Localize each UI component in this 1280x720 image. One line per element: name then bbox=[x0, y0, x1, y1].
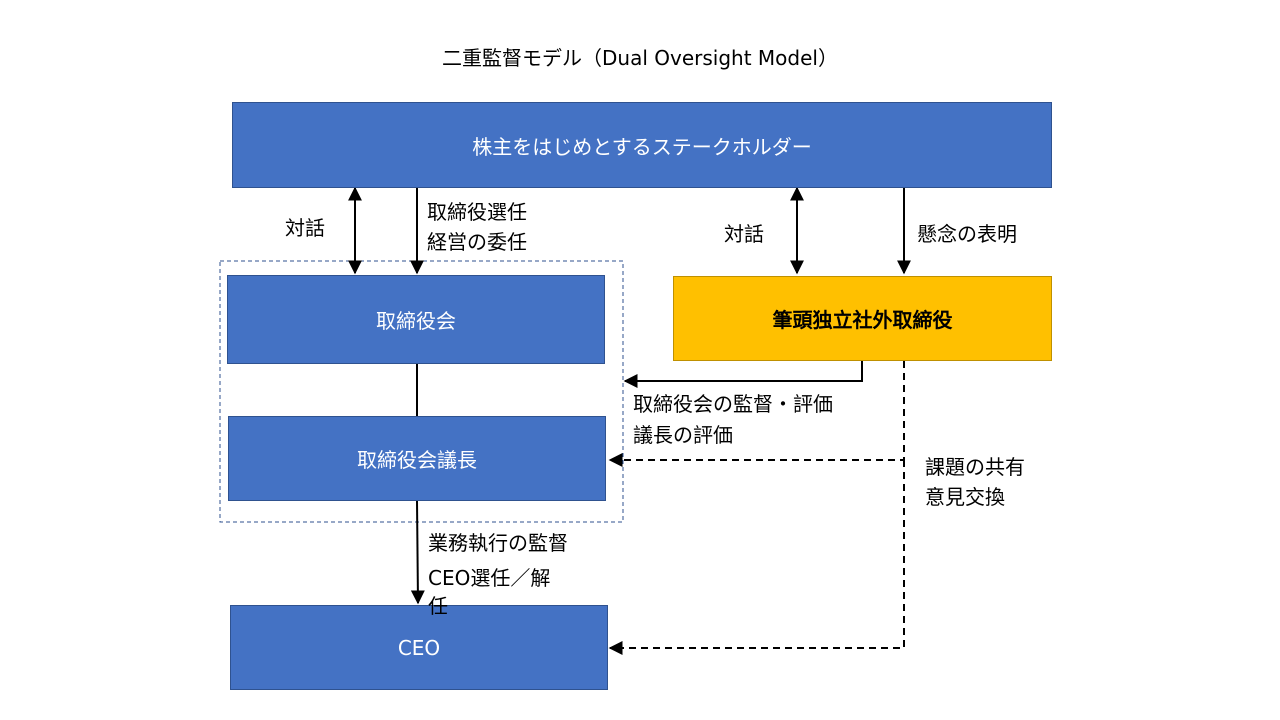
execution-oversight-arrow bbox=[410, 500, 425, 605]
board-election-label-line2: 経営の委任 bbox=[427, 230, 527, 254]
stakeholders-label: 株主をはじめとするステークホルダー bbox=[472, 134, 812, 159]
board-election-label-line1: 取締役選任 bbox=[427, 200, 527, 224]
dialogue-right-label: 対話 bbox=[724, 222, 764, 246]
board-group-dashed-border bbox=[219, 260, 624, 523]
board-box: 取締役会 bbox=[227, 275, 605, 364]
ceo-label: CEO bbox=[397, 635, 441, 660]
dialogue-left-label: 対話 bbox=[285, 216, 325, 240]
chair-label: 取締役会議長 bbox=[357, 448, 477, 472]
concern-label: 懸念の表明 bbox=[917, 222, 1017, 246]
board-oversight-label-line2: 議長の評価 bbox=[633, 423, 733, 447]
stakeholders-box: 株主をはじめとするステークホルダー bbox=[232, 102, 1052, 188]
execution-oversight-label: 業務執行の監督 bbox=[428, 531, 568, 555]
board-oversight-arrow bbox=[623, 361, 863, 388]
lead-director-label: 筆頭独立社外取締役 bbox=[772, 308, 953, 332]
board-label: 取締役会 bbox=[376, 309, 456, 333]
diagram-title: 二重監督モデル（Dual Oversight Model） bbox=[442, 46, 838, 70]
chair-box: 取締役会議長 bbox=[228, 416, 606, 501]
issue-sharing-label-line1: 課題の共有 bbox=[925, 455, 1025, 479]
board-oversight-label-line1: 取締役会の監督・評価 bbox=[633, 392, 833, 416]
ceo-appointment-label-line1: CEO選任／解 bbox=[428, 566, 551, 590]
ceo-box: CEO bbox=[230, 605, 608, 690]
ceo-dashed-arrow bbox=[608, 460, 905, 655]
lead-director-box: 筆頭独立社外取締役 bbox=[673, 276, 1052, 361]
issue-sharing-label-line2: 意見交換 bbox=[925, 485, 1005, 509]
ceo-appointment-label-line2: 任 bbox=[428, 594, 448, 618]
